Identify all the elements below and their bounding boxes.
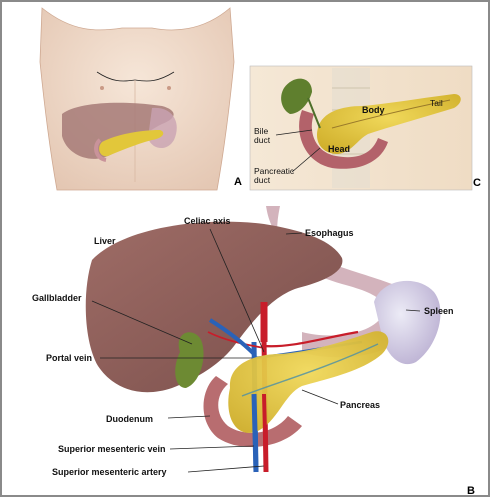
panel-b-pancreas-label: Pancreas xyxy=(340,400,380,410)
panel-b-anatomy: Celiac axis Esophagus Liver Gallbladder … xyxy=(32,206,475,497)
panel-c-pancreatic-duct-label-2: duct xyxy=(254,175,271,185)
panel-c-duodenum xyxy=(299,110,388,169)
panel-b-duodenum-label: Duodenum xyxy=(106,414,153,424)
panel-c-tail-label: Tail xyxy=(430,98,443,108)
panel-b-liver xyxy=(85,221,343,393)
panel-c-detail: Body Tail Bile duct Head Pancreatic duct… xyxy=(249,65,481,191)
panel-b-esophagus-label: Esophagus xyxy=(305,228,354,238)
panel-b-letter: B xyxy=(467,485,475,497)
panel-c-pancreas xyxy=(316,94,461,154)
panel-c-bile-duct-label-1: Bile xyxy=(254,126,268,136)
panel-b-spleen xyxy=(374,280,441,365)
panel-b-duodenum xyxy=(203,376,302,448)
panel-b-gallbladder-label: Gallbladder xyxy=(32,293,82,303)
panel-c-pancreatic-duct-label-1: Pancreatic xyxy=(254,166,295,176)
panel-b-liver-label: Liver xyxy=(94,236,116,246)
panel-b-celiac-axis-label: Celiac axis xyxy=(184,216,231,226)
panel-b-portal-vein xyxy=(208,318,256,356)
panel-a-letter: A xyxy=(234,176,242,188)
panel-c-body-label: Body xyxy=(362,105,385,115)
panel-b-esophagus xyxy=(266,206,412,358)
panel-b-gallbladder xyxy=(175,332,204,388)
panel-c-head-label: Head xyxy=(328,144,350,154)
panel-b-spleen-label: Spleen xyxy=(424,306,454,316)
panel-b-superior-mesenteric-vein-label: Superior mesenteric vein xyxy=(58,444,166,454)
panel-c-letter: C xyxy=(473,177,481,189)
panel-c-bile-duct-label-2: duct xyxy=(254,135,271,145)
panel-a-liver xyxy=(62,102,174,159)
panel-b-portal-vein-label: Portal vein xyxy=(46,353,92,363)
panel-a-torso: A xyxy=(39,7,242,191)
panel-a-pancreas xyxy=(99,130,164,157)
panel-b-superior-mesenteric-artery-label: Superior mesenteric artery xyxy=(52,467,167,477)
panel-b-celiac-axis xyxy=(263,330,359,348)
panel-c-gallbladder xyxy=(281,78,312,114)
